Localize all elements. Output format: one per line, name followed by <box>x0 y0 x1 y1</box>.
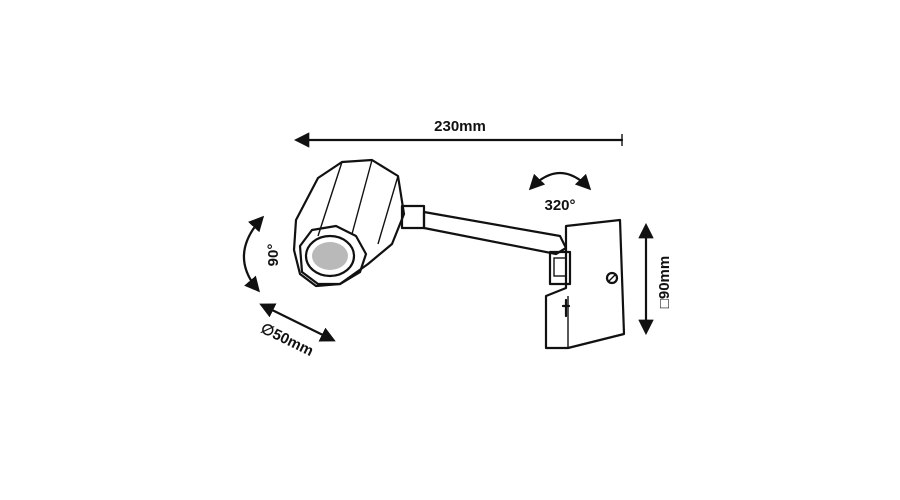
base-height-dimension: □90mm <box>638 222 673 336</box>
lamp-joint <box>400 204 426 230</box>
lamp-arm <box>422 210 568 256</box>
pull-switch <box>561 298 571 318</box>
rotation-label: 320° <box>544 197 575 214</box>
switch-housing <box>548 250 572 286</box>
diameter-dimension: ∅50mm <box>258 303 336 360</box>
lamp-lens <box>298 224 368 286</box>
base-height-label: □90mm <box>656 256 673 308</box>
wall-base-plate <box>544 218 626 350</box>
width-dimension: 230mm <box>293 118 624 148</box>
screw-icon <box>605 271 619 285</box>
width-label: 230mm <box>434 118 486 135</box>
diameter-label: ∅50mm <box>258 320 316 360</box>
tilt-indicator: 90° <box>242 215 282 293</box>
tilt-label: 90° <box>265 244 282 267</box>
lamp-illustration <box>292 158 626 350</box>
rotation-indicator: 320° <box>528 172 592 214</box>
